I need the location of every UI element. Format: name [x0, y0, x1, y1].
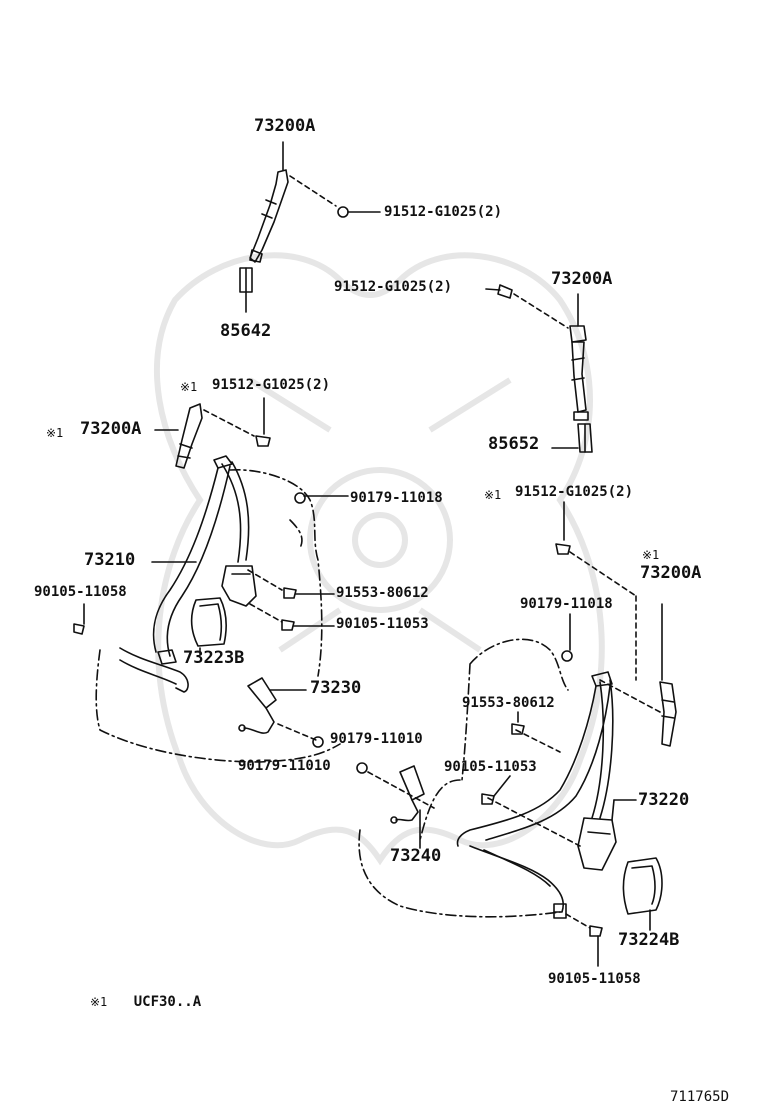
part-label-91553-b: 91553-80612 — [462, 695, 555, 711]
bolt-90105-53a — [281, 619, 335, 631]
part-label-73200A-far: 73200A — [640, 563, 702, 583]
watermark-emblem — [154, 252, 605, 866]
anchor-cover-85652 — [577, 423, 593, 453]
leader-dashed — [247, 569, 283, 591]
bolt-91512-a — [337, 206, 381, 218]
retractor-cover-73223B — [190, 597, 227, 647]
part-label-91512-d: 91512-G1025(2) — [515, 484, 634, 500]
leader-dashed — [513, 293, 569, 329]
footnote-mark: ※1 — [46, 426, 64, 440]
shoulder-adjuster-left — [175, 403, 203, 469]
bolt-91553-a — [283, 587, 335, 599]
diagram-code: 711765D — [670, 1089, 730, 1105]
leader-dashed — [249, 603, 283, 623]
part-label-85652: 85652 — [488, 434, 540, 454]
nut-90179-10a — [312, 736, 324, 748]
seat-cushion-left — [95, 649, 341, 763]
bolt-90105-58a — [73, 623, 85, 635]
part-label-73224B: 73224B — [618, 930, 680, 950]
part-label-73240: 73240 — [390, 846, 442, 866]
part-label-73200A-left: 73200A — [80, 419, 142, 439]
leader — [485, 288, 501, 291]
nut-90179-10b — [356, 762, 368, 774]
buckle-73230 — [238, 677, 307, 734]
seat-back-right — [461, 638, 569, 781]
part-label-73220: 73220 — [638, 790, 690, 810]
bolt-91512-b — [497, 284, 513, 299]
footnote-text: UCF30..A — [133, 994, 202, 1010]
leader-dashed — [289, 175, 337, 207]
shoulder-adjuster-upper-right — [569, 325, 589, 421]
part-label-91512-c: 91512-G1025(2) — [212, 377, 331, 393]
leader-dashed — [565, 913, 591, 929]
retractor-cover-73224B — [622, 857, 663, 931]
part-label-73210: 73210 — [84, 550, 136, 570]
nut-90179-a — [294, 492, 306, 504]
part-label-91512-a: 91512-G1025(2) — [384, 204, 503, 220]
part-label-73200A-right: 73200A — [551, 269, 613, 289]
footnote: ※1 UCF30..A — [90, 995, 201, 1009]
nut-90179-b — [561, 650, 573, 662]
part-label-90179-a: 90179-11018 — [350, 490, 443, 506]
anchor-cover-85642 — [239, 267, 253, 313]
bolt-91512-d — [555, 543, 571, 555]
footnote-mark: ※1 — [484, 488, 502, 502]
leader-dashed — [367, 771, 435, 809]
leader-dashed — [487, 797, 581, 847]
part-label-73200A-top: 73200A — [254, 116, 316, 136]
leader — [611, 799, 615, 821]
part-label-90105-58b: 90105-11058 — [548, 971, 641, 987]
leader-dashed — [277, 723, 317, 741]
footnote-mark: ※1 — [90, 995, 108, 1009]
bolt-90105-53b — [481, 793, 495, 805]
part-label-90179-10a: 90179-11010 — [330, 731, 423, 747]
seat-back-left — [229, 469, 323, 677]
part-label-90105-58a: 90105-11058 — [34, 584, 127, 600]
part-label-91512-b: 91512-G1025(2) — [334, 279, 453, 295]
part-label-90179-b: 90179-11018 — [520, 596, 613, 612]
bolt-90105-58b — [589, 925, 603, 967]
leader — [493, 775, 511, 797]
part-label-90105-53a: 90105-11053 — [336, 616, 429, 632]
part-label-90179-10b: 90179-11010 — [238, 758, 331, 774]
bolt-91553-b — [511, 723, 525, 735]
part-label-91553-a: 91553-80612 — [336, 585, 429, 601]
shoulder-adjuster-right — [659, 603, 677, 747]
footnote-mark: ※1 — [180, 380, 198, 394]
belt-webbing-73210 — [119, 455, 257, 693]
part-label-73230: 73230 — [310, 678, 362, 698]
bolt-91512-c — [255, 435, 271, 447]
buckle-73240 — [390, 765, 425, 849]
part-label-90105-53b: 90105-11053 — [444, 759, 537, 775]
leader-dashed — [515, 729, 561, 753]
part-label-85642: 85642 — [220, 321, 272, 341]
footnote-mark: ※1 — [642, 548, 660, 562]
seat-cushion-right — [358, 829, 561, 918]
leader-dashed — [203, 409, 255, 437]
shoulder-adjuster-upper-left — [249, 141, 289, 263]
part-label-73223B: 73223B — [183, 648, 245, 668]
leader-dashed — [569, 551, 637, 597]
